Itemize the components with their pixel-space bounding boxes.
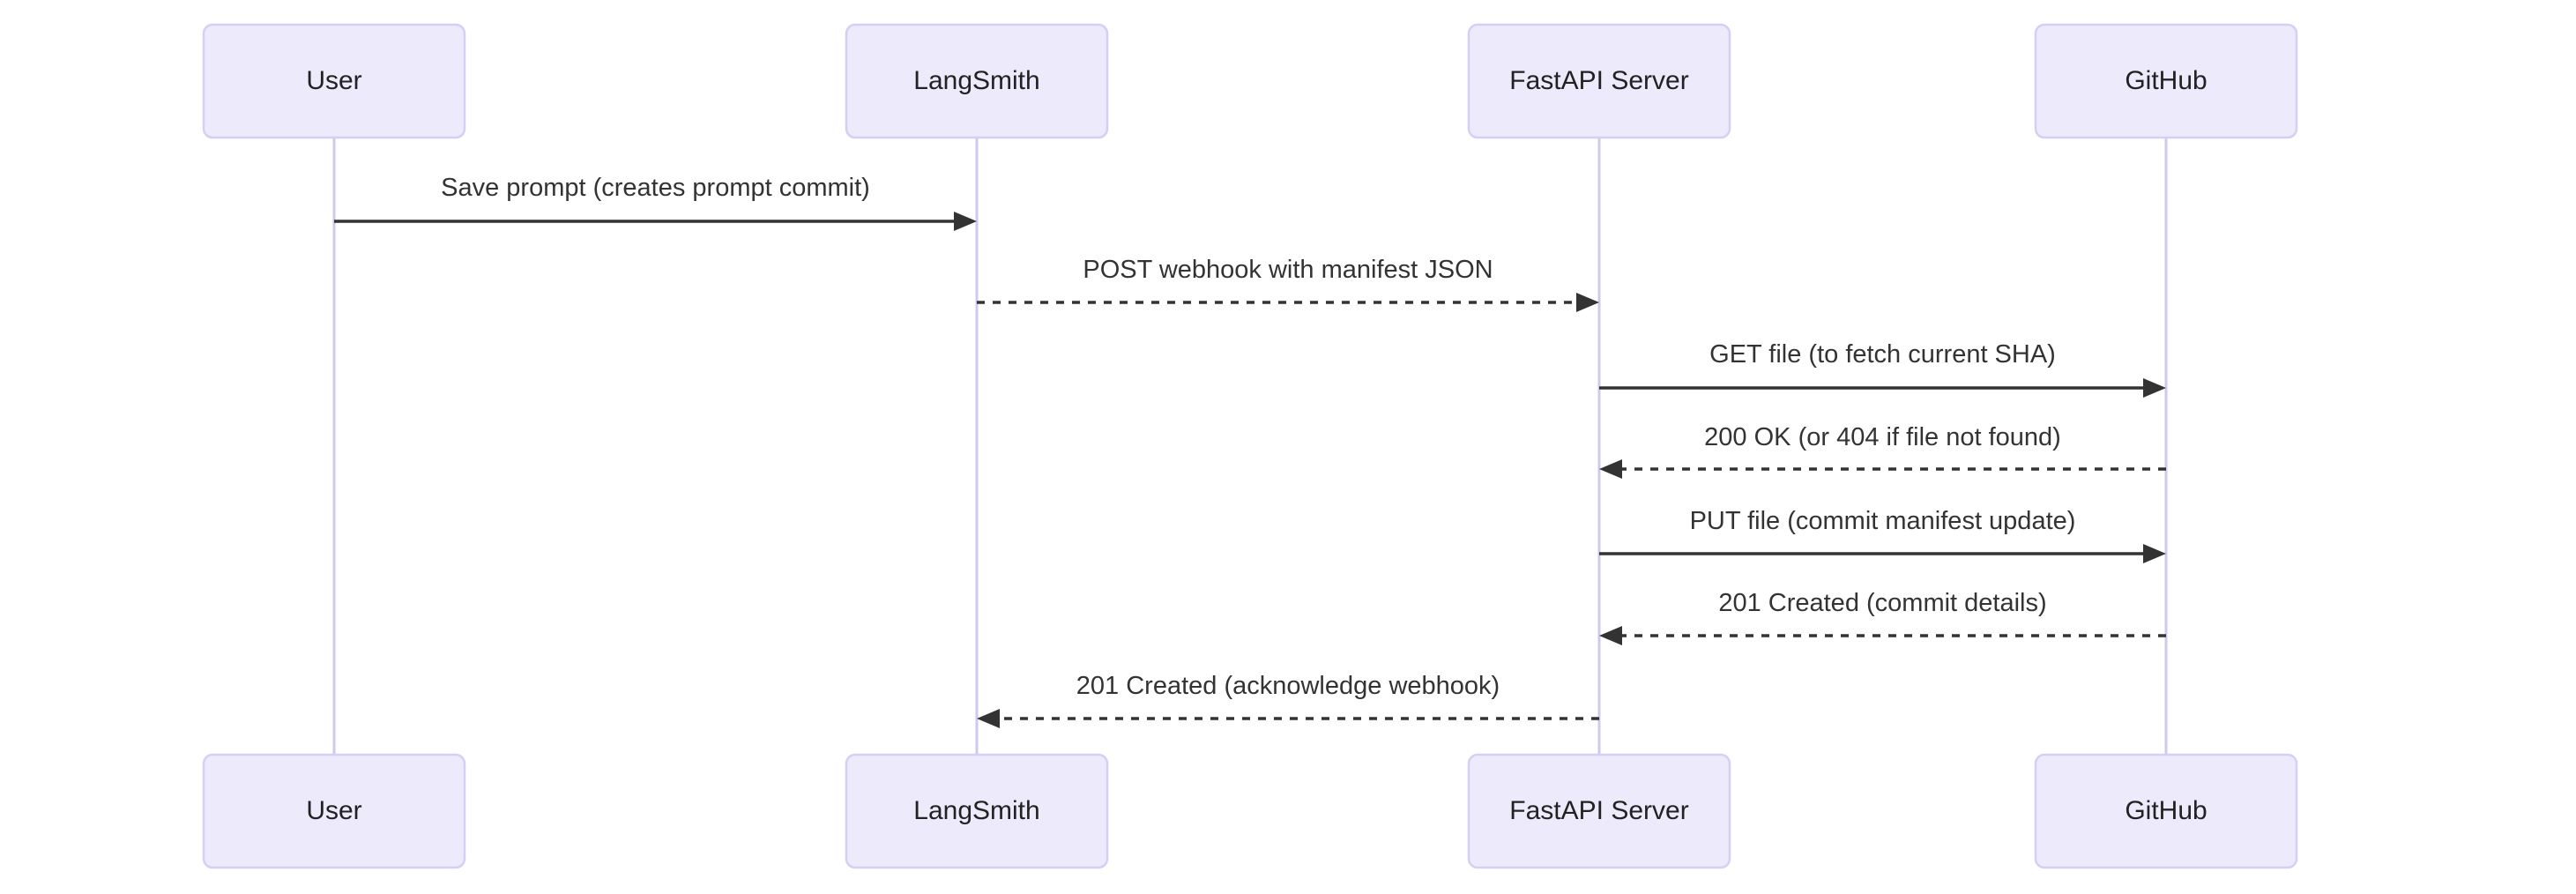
actor-boxes-top: User LangSmith FastAPI Server GitHub bbox=[202, 23, 2298, 139]
actor-box-user-top[interactable] bbox=[202, 23, 466, 139]
actor-box-user-bottom[interactable] bbox=[202, 753, 466, 869]
message-arrowhead-7 bbox=[977, 709, 1000, 728]
actor-label-user-top: User bbox=[306, 66, 361, 95]
actor-label-langsmith-top: LangSmith bbox=[913, 66, 1039, 95]
message-7-dotted-left[interactable]: 201 Created (acknowledge webhook) bbox=[977, 672, 1599, 728]
actor-label-langsmith-bottom: LangSmith bbox=[913, 796, 1039, 825]
message-label-7: 201 Created (acknowledge webhook) bbox=[1076, 672, 1500, 700]
actor-box-langsmith-bottom[interactable] bbox=[845, 753, 1109, 869]
messages-group: Save prompt (creates prompt commit) POST … bbox=[334, 174, 2166, 728]
message-arrowhead-6 bbox=[1599, 626, 1622, 645]
message-arrowhead-1 bbox=[954, 212, 977, 231]
message-arrowhead-3 bbox=[2143, 378, 2166, 398]
message-2-dotted-right[interactable]: POST webhook with manifest JSON bbox=[977, 256, 1599, 312]
lifelines-group bbox=[332, 138, 2168, 755]
actor-box-fastapi-bottom[interactable] bbox=[1467, 753, 1731, 869]
message-3-solid-right[interactable]: GET file (to fetch current SHA) bbox=[1599, 340, 2166, 398]
message-arrowhead-5 bbox=[2143, 544, 2166, 563]
message-label-5: PUT file (commit manifest update) bbox=[1690, 507, 2076, 535]
actor-label-fastapi-bottom: FastAPI Server bbox=[1509, 796, 1688, 825]
actor-label-github-bottom: GitHub bbox=[2125, 796, 2207, 825]
actor-box-github-bottom[interactable] bbox=[2034, 753, 2298, 869]
message-6-dotted-left[interactable]: 201 Created (commit details) bbox=[1599, 589, 2166, 645]
actor-boxes-bottom: User LangSmith FastAPI Server GitHub bbox=[202, 753, 2298, 869]
actor-box-fastapi-top[interactable] bbox=[1467, 23, 1731, 139]
message-arrowhead-4 bbox=[1599, 459, 1622, 479]
message-label-6: 201 Created (commit details) bbox=[1718, 589, 2046, 617]
message-arrowhead-2 bbox=[1576, 293, 1599, 312]
message-label-3: GET file (to fetch current SHA) bbox=[1709, 340, 2056, 369]
message-label-4: 200 OK (or 404 if file not found) bbox=[1704, 423, 2061, 451]
message-5-solid-right[interactable]: PUT file (commit manifest update) bbox=[1599, 507, 2166, 563]
message-label-2: POST webhook with manifest JSON bbox=[1083, 256, 1493, 284]
actor-box-github-top[interactable] bbox=[2034, 23, 2298, 139]
actor-label-user-bottom: User bbox=[306, 796, 361, 825]
message-4-dotted-left[interactable]: 200 OK (or 404 if file not found) bbox=[1599, 423, 2166, 479]
actor-label-github-top: GitHub bbox=[2125, 66, 2207, 95]
message-1-solid-right[interactable]: Save prompt (creates prompt commit) bbox=[334, 174, 977, 231]
actor-box-langsmith-top[interactable] bbox=[845, 23, 1109, 139]
message-label-1: Save prompt (creates prompt commit) bbox=[441, 174, 870, 202]
actor-label-fastapi-top: FastAPI Server bbox=[1509, 66, 1688, 95]
